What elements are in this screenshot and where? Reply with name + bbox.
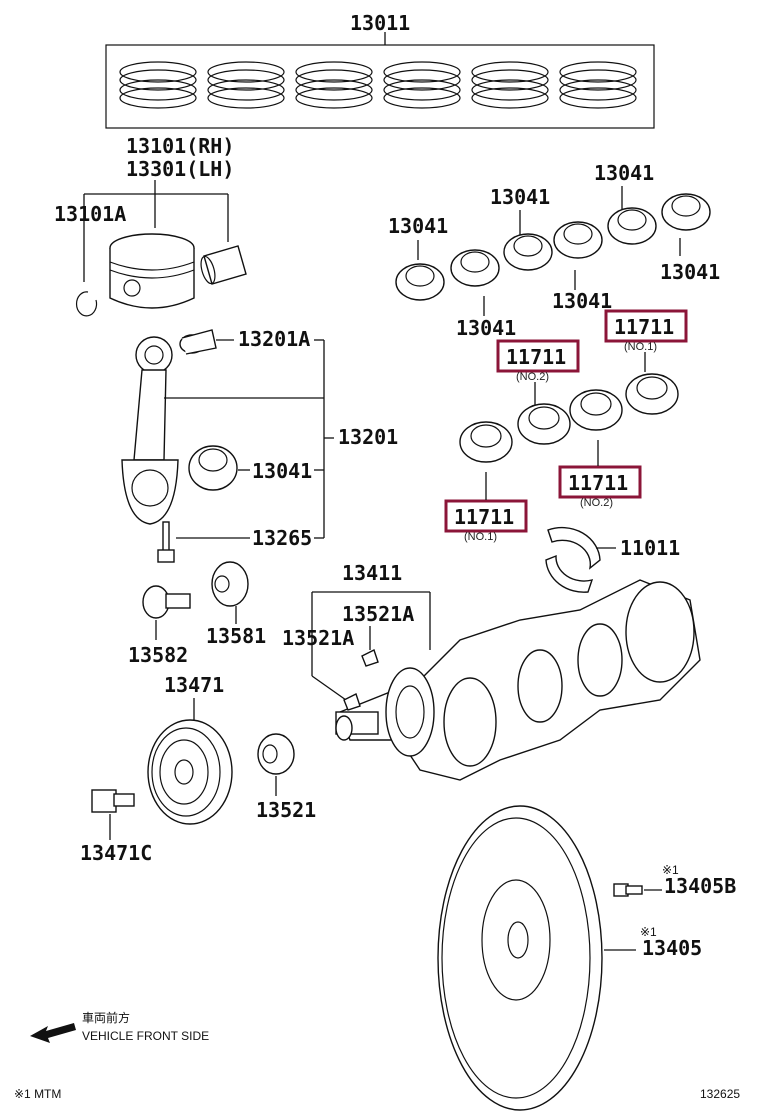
label-13521a-left[interactable]: 13521A — [282, 626, 354, 650]
highlight-11711-no2-bottom — [558, 465, 642, 499]
highlight-11711-no2-top — [496, 339, 580, 373]
label-13041-2[interactable]: 13041 — [490, 185, 550, 209]
conrod-bolt[interactable] — [157, 521, 175, 563]
front-label-en: VEHICLE FRONT SIDE — [82, 1029, 209, 1043]
label-11711-no2-top[interactable]: 11711 — [506, 345, 566, 369]
piston-pin[interactable] — [198, 245, 247, 285]
diagram-id: 132625 — [700, 1087, 740, 1101]
label-13101-rh[interactable]: 13101(RH) — [126, 134, 234, 158]
bolt-13582[interactable] — [142, 585, 191, 619]
label-13471[interactable]: 13471 — [164, 673, 224, 697]
label-13201[interactable]: 13201 — [338, 425, 398, 449]
label-13521a-top[interactable]: 13521A — [342, 602, 414, 626]
conrod-bushing[interactable] — [179, 329, 217, 355]
piston[interactable] — [109, 233, 195, 309]
label-13041-5[interactable]: 13041 — [552, 289, 612, 313]
conrod-bearing-set[interactable] — [395, 193, 711, 301]
timing-sprocket-crank[interactable] — [385, 667, 435, 757]
sublabel-no1-bottom: (NO.1) — [464, 531, 497, 543]
crankshaft-timing-gear[interactable] — [257, 733, 295, 775]
flywheel[interactable] — [437, 805, 603, 1111]
label-13041-6[interactable]: 13041 — [456, 316, 516, 340]
sublabel-no2-top: (NO.2) — [516, 371, 549, 383]
label-13581[interactable]: 13581 — [206, 624, 266, 648]
label-11711-no2-bottom[interactable]: 11711 — [568, 471, 628, 495]
label-13041-7[interactable]: 13041 — [252, 459, 312, 483]
label-13011[interactable]: 13011 — [350, 11, 410, 35]
main-bearing-set[interactable] — [459, 373, 679, 463]
label-13101a[interactable]: 13101A — [54, 202, 126, 226]
label-11711-no1-bottom[interactable]: 11711 — [454, 505, 514, 529]
label-13405b[interactable]: 13405B — [664, 874, 736, 898]
label-13411[interactable]: 13411 — [342, 561, 402, 585]
sublabel-no2-bottom: (NO.2) — [580, 497, 613, 509]
key-13521a[interactable] — [343, 649, 379, 711]
flywheel-bolt[interactable] — [613, 883, 643, 897]
label-13301-lh[interactable]: 13301(LH) — [126, 157, 234, 181]
label-13582[interactable]: 13582 — [128, 643, 188, 667]
pulley-bolt[interactable] — [91, 789, 135, 813]
connecting-rod[interactable] — [121, 336, 179, 525]
snap-ring[interactable] — [75, 291, 98, 317]
label-13405[interactable]: 13405 — [642, 936, 702, 960]
label-13041-4[interactable]: 13041 — [660, 260, 720, 284]
label-13471c[interactable]: 13471C — [80, 841, 152, 865]
front-label-jp: 車両前方 — [82, 1010, 130, 1025]
plate-13581[interactable] — [211, 561, 249, 607]
label-13041-1[interactable]: 13041 — [388, 214, 448, 238]
vehicle-front-arrow-icon — [30, 1023, 76, 1043]
piston-ring-set[interactable] — [105, 32, 655, 129]
footnote: ※1 MTM — [14, 1087, 61, 1101]
label-13265[interactable]: 13265 — [252, 526, 312, 550]
thrust-washer[interactable] — [545, 526, 601, 593]
sublabel-no1-top: (NO.1) — [624, 341, 657, 353]
conrod-bearing[interactable] — [188, 445, 238, 491]
label-13201a[interactable]: 13201A — [238, 327, 310, 351]
label-11711-no1-top[interactable]: 11711 — [614, 315, 674, 339]
label-13041-3[interactable]: 13041 — [594, 161, 654, 185]
crankshaft-pulley[interactable] — [147, 719, 233, 825]
mark-13405: ※1 — [640, 925, 657, 939]
highlight-11711-no1-top — [604, 309, 688, 343]
mark-13405b: ※1 — [662, 863, 679, 877]
label-13521[interactable]: 13521 — [256, 798, 316, 822]
label-11011[interactable]: 11011 — [620, 536, 680, 560]
highlight-11711-no1-bottom — [444, 499, 528, 533]
